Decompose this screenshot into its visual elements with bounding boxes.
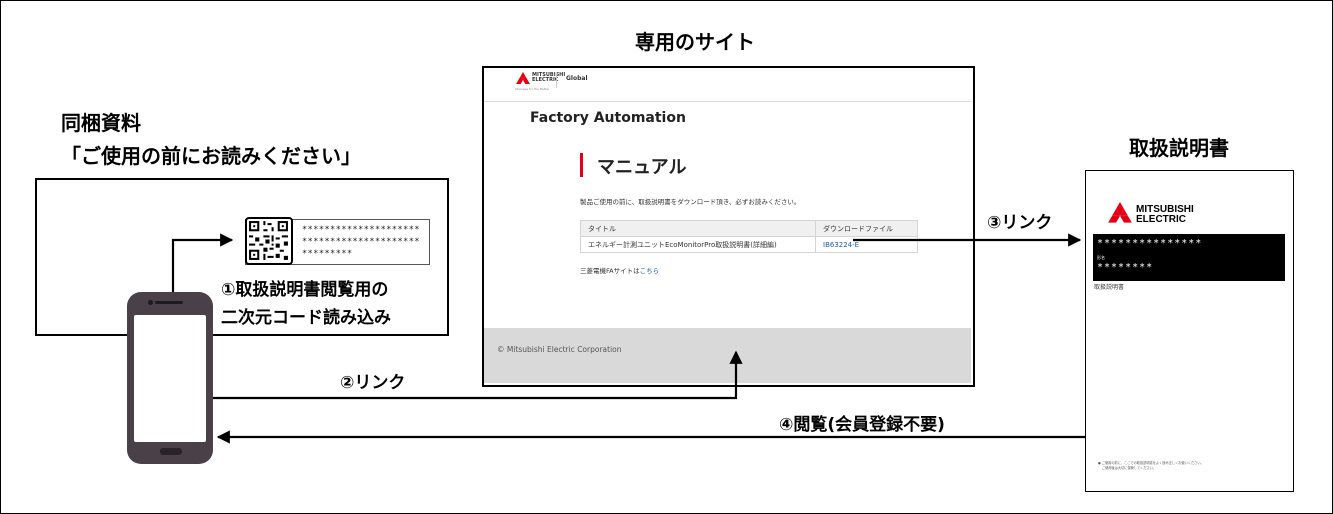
manual-document — [1085, 170, 1294, 492]
step4-label: ④閲覧(会員登録不要) — [779, 415, 945, 435]
manual-footnote-line2: ご使用後は大切に保管してください。 — [1102, 466, 1156, 470]
qr-code-icon — [249, 221, 288, 260]
website-page-heading: マニュアル — [597, 157, 687, 178]
website-brand-tagline: Changes for the Better — [515, 87, 550, 91]
manual-brand-line2: ELECTRIC — [1136, 214, 1186, 225]
step2-label: ②リンク — [340, 373, 406, 393]
website-brand-line2: ELECTRIC — [532, 77, 559, 83]
manual-model-label: 形名 — [1097, 255, 1105, 260]
manual-brand-line1: MITSUBISHI — [1136, 204, 1194, 215]
fa-site-prefix: 三菱電機FAサイトは — [580, 267, 640, 275]
enclosed-title-line2: 「ご使用の前にお読みください」 — [61, 144, 361, 168]
mitsubishi-logo-icon — [516, 72, 530, 84]
website-copyright: © Mitsubishi Electric Corporation — [497, 345, 622, 354]
manual-mitsubishi-logo-icon — [1108, 202, 1132, 223]
manual-title: 取扱説明書 — [1129, 136, 1229, 160]
table-header-row: タイトル ダウンロードファイル — [580, 220, 918, 237]
qr-code[interactable] — [245, 217, 293, 265]
arrow-phone-to-qr — [171, 233, 234, 292]
table-header-file: ダウンロードファイル — [815, 220, 918, 237]
manual-model-stars: *************** — [1097, 238, 1203, 249]
header-divider — [556, 72, 557, 88]
table-header-title: タイトル — [580, 220, 816, 237]
site-title: 専用のサイト — [635, 30, 755, 54]
phone-camera — [148, 300, 153, 305]
step3-label: ③リンク — [987, 213, 1053, 233]
arrow-phone-to-site — [213, 350, 743, 400]
manual-cover-band — [1093, 234, 1285, 281]
manual-table: タイトル ダウンロードファイル エネルギー計測ユニットEcoMonitorPro… — [580, 220, 918, 253]
heading-accent-bar — [580, 153, 583, 177]
step1-label-line1: ①取扱説明書閲覧用の — [221, 280, 389, 300]
label-code-line3: ********* — [302, 249, 353, 259]
website-region-link[interactable]: Global — [566, 75, 588, 82]
manual-code-stars: ******** — [1097, 262, 1154, 273]
website-footer — [484, 328, 971, 383]
manual-footnote-line1: ● ご使用の前に、ここでの取扱説明書をよく読み正しくお使いください。 — [1098, 461, 1204, 465]
website-brand-line1: MITSUBISHI — [532, 72, 566, 78]
step1-label-line2: 二次元コード読み込み — [221, 308, 391, 328]
enclosed-title-line1: 同梱資料 — [61, 111, 141, 135]
website-header — [484, 68, 971, 102]
phone-speaker — [155, 301, 183, 304]
smartphone-screen — [134, 315, 206, 442]
website-section-title: Factory Automation — [530, 110, 686, 126]
website-intro: 製品ご使用の前に、取扱説明書をダウンロード頂き、必ずお読みください。 — [580, 198, 801, 206]
label-code-line1: ********************* — [302, 225, 420, 235]
fa-site-link[interactable]: こちら — [639, 267, 660, 275]
fa-site-note: 三菱電機FAサイトはこちら — [580, 265, 659, 275]
manual-doc-label: 取扱説明書 — [1094, 284, 1125, 291]
phone-home-button — [160, 448, 182, 455]
label-code-line2: ********************* — [302, 237, 420, 247]
